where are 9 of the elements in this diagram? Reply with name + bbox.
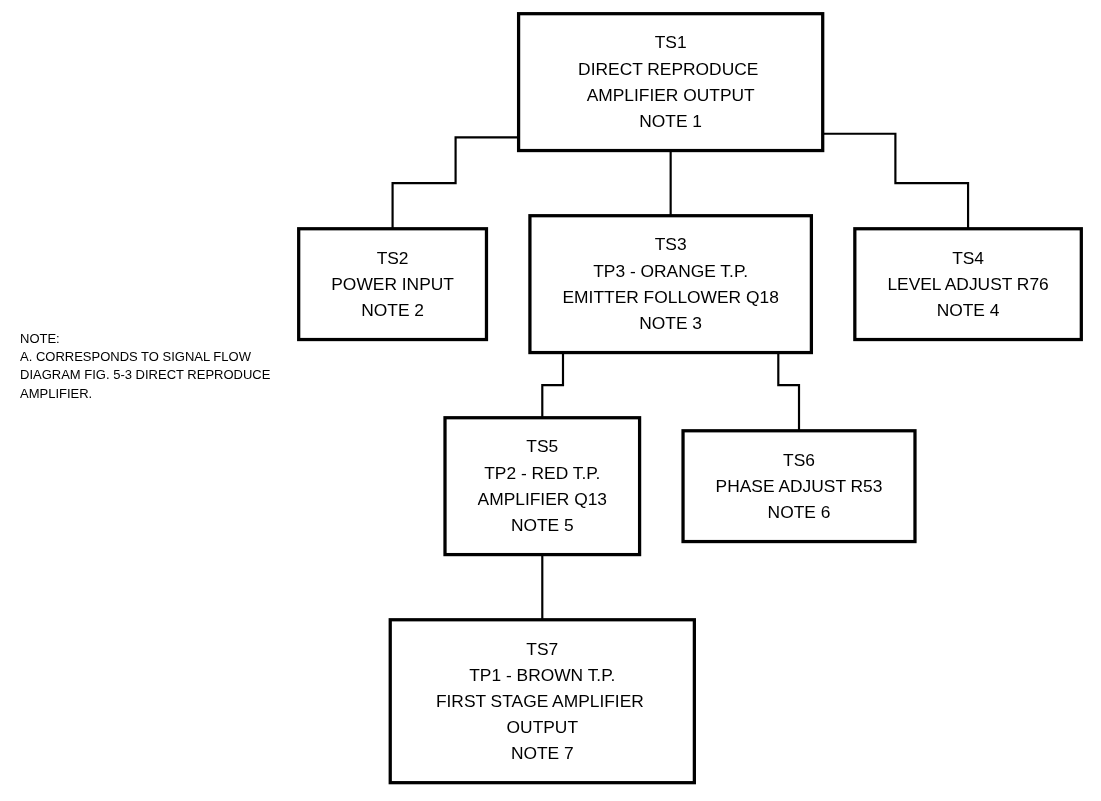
note-text: A. CORRESPONDS TO SIGNAL FLOW DIAGRAM FIG. 5-3 DIRECT REPRODUCE AMPLIFIER.: [20, 348, 272, 403]
node-box: TS4 LEVEL ADJUST R76 NOTE 4: [853, 227, 1083, 342]
node-box: TS3 TP3 - ORANGE T.P. EMITTER FOLLOWER Q18 NOTE 3: [528, 214, 813, 355]
node-box: TS1 DIRECT REPRODUCE AMPLIFIER OUTPUT NOTE 1: [516, 12, 825, 153]
node-box: TS2 POWER INPUT NOTE 2: [297, 227, 489, 342]
node-box: TS6 PHASE ADJUST R53 NOTE 6: [681, 429, 917, 544]
node-box: TS5 TP2 - RED T.P. AMPLIFIER Q13 NOTE 5: [443, 416, 642, 557]
note-text: NOTE:: [20, 330, 61, 348]
node-box: TS7 TP1 - BROWN T.P. FIRST STAGE AMPLIFIER OUTPUT NOTE 7: [388, 618, 696, 785]
